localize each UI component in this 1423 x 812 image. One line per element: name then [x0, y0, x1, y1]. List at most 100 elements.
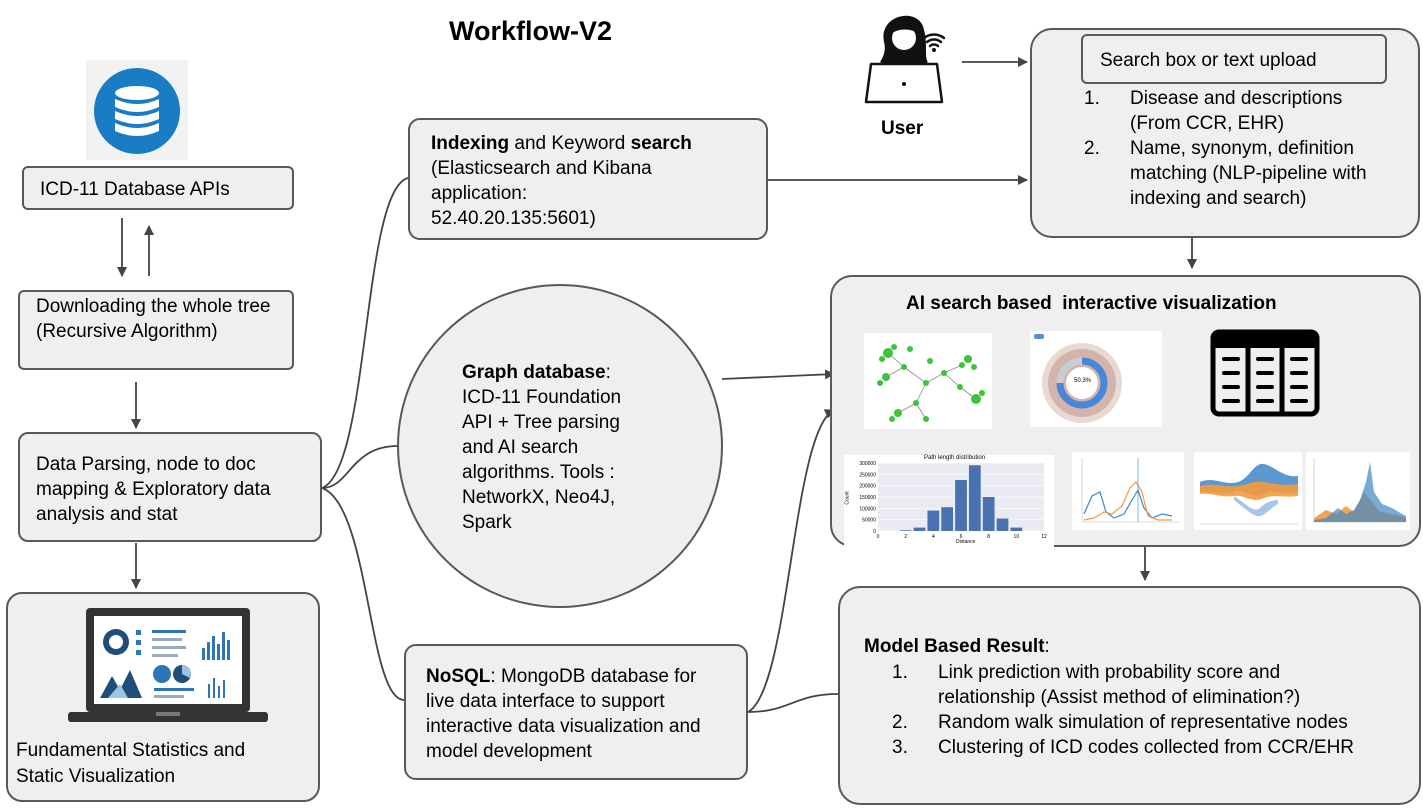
bar-chart-bar [941, 507, 954, 531]
model-item-1-line2: relationship (Assist method of eliminati… [938, 687, 1301, 708]
model-item-2-num: 2. [892, 712, 908, 733]
bar-chart-x-tick: 2 [904, 534, 907, 540]
bar-chart-bar [927, 510, 940, 531]
bar-chart-bar [899, 530, 912, 531]
model-item-3-num: 3. [892, 737, 908, 758]
line-chart-thumbnail [1072, 452, 1184, 530]
model-result-box: Model Based Result: 1. Link prediction w… [838, 586, 1421, 805]
bar-chart-y-tick: 0 [873, 529, 876, 535]
user-icon [864, 10, 956, 110]
curve-nosql-model [747, 693, 839, 713]
model-colon: : [1044, 636, 1050, 657]
indexing-bold1: Indexing [431, 133, 510, 154]
bar-chart-bar [968, 465, 981, 531]
arrow-nosql-ai [747, 409, 835, 713]
parsing-text: Data Parsing, node to doc mapping & Expl… [36, 454, 271, 525]
search-item-2-num: 2. [1084, 138, 1100, 159]
graph-db-bold: Graph database [462, 362, 606, 383]
path-length-chart: Path length distribution Count Distance … [844, 455, 1054, 547]
bar-chart-x-tick: 4 [932, 534, 935, 540]
parsing-box: Data Parsing, node to doc mapping & Expl… [18, 432, 322, 542]
graph-network-thumbnail [864, 333, 992, 429]
bar-chart-bar [982, 497, 995, 531]
curve-parse-nosql [321, 487, 405, 701]
indexing-mid: and Keyword [509, 133, 631, 154]
download-text: Downloading the whole tree (Recursive Al… [36, 296, 271, 342]
bar-chart-y-tick: 150000 [859, 495, 876, 501]
nosql-line2: live data interface to support [426, 691, 665, 712]
bar-chart-y-tick: 300000 [859, 461, 876, 467]
graph-db-line2: API + Tree parsing [462, 412, 620, 433]
bar-chart-bar [1010, 527, 1023, 531]
search-item-2-line3: indexing and search) [1130, 188, 1307, 209]
graph-db-line3: and AI search [462, 437, 579, 458]
icd-api-box: ICD-11 Database APIs [22, 166, 294, 210]
bar-chart-xlabel: Distance [956, 539, 976, 545]
search-input-box[interactable]: Search box or text upload [1081, 34, 1387, 84]
model-heading: Model Based Result: [864, 634, 1050, 659]
nosql-line1: NoSQL: MongoDB database for [426, 664, 696, 689]
model-item-3-line1: Clustering of ICD codes collected from C… [938, 737, 1355, 758]
graph-db-line4: algorithms. Tools : [462, 462, 615, 483]
table-icon [1210, 329, 1320, 417]
indexing-line2: (Elasticsearch and Kibana [431, 158, 652, 179]
nosql-line3: interactive data visualization and [426, 716, 701, 737]
icd-api-label: ICD-11 Database APIs [40, 179, 230, 200]
area-chart-thumbnail [1306, 452, 1410, 530]
bar-chart-bar [913, 527, 926, 531]
search-item-1-line2: (From CCR, EHR) [1130, 113, 1285, 134]
bar-chart-x-tick: 12 [1041, 534, 1047, 540]
bar-chart-y-tick: 200000 [859, 484, 876, 490]
download-box: Downloading the whole tree (Recursive Al… [18, 290, 294, 370]
graph-db-colon: : [605, 362, 611, 383]
bar-chart-y-tick: 50000 [862, 518, 876, 524]
database-icon [86, 60, 188, 160]
model-bold: Model Based Result [864, 636, 1045, 657]
search-panel: Search box or text upload 1. Disease and… [1030, 28, 1420, 238]
indexing-line1: Indexing and Keyword search [431, 131, 692, 156]
graph-db-line5: NetworkX, Neo4J, [462, 487, 616, 508]
fundamental-box: Fundamental Statistics and Static Visual… [6, 592, 320, 802]
nosql-rest: : MongoDB database for [490, 666, 697, 687]
search-item-1-num: 1. [1084, 88, 1100, 109]
graph-db-heading: Graph database: [462, 360, 611, 385]
curve-parse-graph [321, 445, 399, 489]
curve-parse-indexing [321, 177, 409, 489]
sunburst-thumbnail: 50.3% [1030, 331, 1162, 427]
search-item-1-line1: Disease and descriptions [1130, 88, 1343, 109]
indexing-line4: 52.40.20.135:5601) [431, 208, 596, 229]
search-item-2-line1: Name, synonym, definition [1130, 138, 1354, 159]
ai-viz-title: AI search based interactive visualizatio… [906, 293, 1277, 314]
search-input-label: Search box or text upload [1100, 50, 1317, 71]
graph-db-line6: Spark [462, 512, 512, 533]
diagram-title: Workflow-V2 [449, 16, 613, 46]
bar-chart-bar [996, 518, 1009, 531]
stream-chart-thumbnail [1194, 452, 1302, 530]
user-label: User [881, 118, 924, 139]
sunburst-center-label: 50.3% [1074, 378, 1092, 384]
bar-chart-x-tick: 10 [1014, 534, 1020, 540]
fundamental-line2: Static Visualization [16, 766, 176, 787]
nosql-bold: NoSQL [426, 666, 491, 687]
nosql-line4: model development [426, 741, 592, 762]
indexing-box: Indexing and Keyword search (Elasticsear… [408, 118, 768, 240]
model-item-1-line1: Link prediction with probability score a… [938, 662, 1281, 683]
bar-chart-title: Path length distribution [924, 455, 986, 461]
graph-db-line1: ICD-11 Foundation [462, 387, 622, 408]
indexing-bold2: search [630, 133, 692, 154]
ai-viz-panel: AI search based interactive visualizatio… [830, 275, 1421, 547]
model-item-2-line1: Random walk simulation of representative… [938, 712, 1348, 733]
bar-chart-x-tick: 8 [987, 534, 990, 540]
search-item-2-line2: matching (NLP-pipeline with [1130, 163, 1367, 184]
fundamental-line1: Fundamental Statistics and [16, 740, 246, 761]
bar-chart-x-tick: 0 [877, 534, 880, 540]
model-item-1-num: 1. [892, 662, 908, 683]
arrow-graph-ai [721, 369, 835, 380]
nosql-box: NoSQL: MongoDB database for live data in… [404, 644, 748, 780]
bar-chart-y-tick: 100000 [859, 506, 876, 512]
indexing-line3: application: [431, 183, 528, 204]
bar-chart-bar [955, 480, 967, 531]
laptop-dashboard-icon [64, 608, 274, 733]
